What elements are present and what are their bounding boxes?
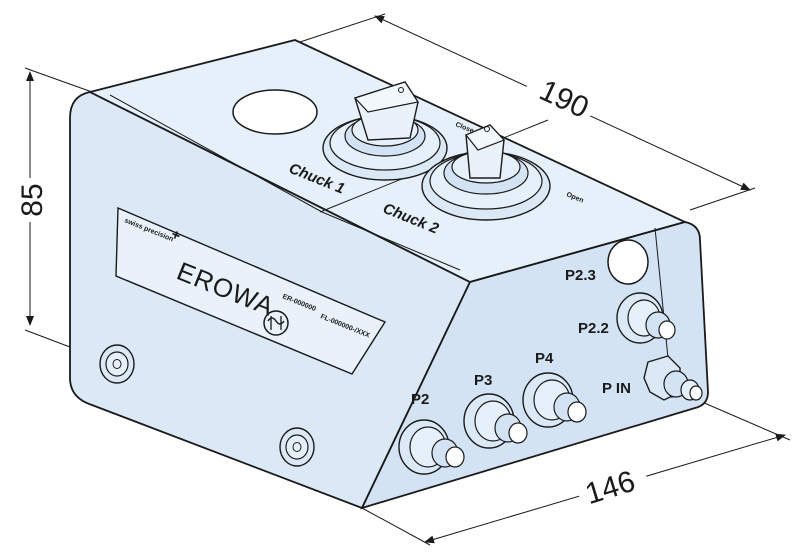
dimension-label-bg <box>519 65 601 131</box>
chuck-1-knob[interactable] <box>322 81 448 181</box>
chuck-2-knob[interactable] <box>421 124 551 221</box>
port-p22-fitting <box>616 292 676 344</box>
port-p2-fitting <box>398 419 465 475</box>
dimension-label-height: 85 <box>16 183 49 216</box>
edge-line <box>469 221 686 283</box>
dimension-label-depth: 146 <box>581 465 639 511</box>
extension-line-left <box>299 13 386 43</box>
port-label-p23: P2.3 <box>565 267 596 284</box>
port-pin-fitting <box>643 355 703 401</box>
extension-line-right <box>701 401 791 441</box>
mounting-screw-left <box>99 344 135 384</box>
port-p4-fitting <box>522 372 587 428</box>
extension-line-right <box>689 187 756 211</box>
port-label-p22: P2.2 <box>578 320 609 337</box>
dimension-label-bg <box>8 178 48 222</box>
fold-line <box>321 211 461 271</box>
extension-line-top <box>24 67 93 93</box>
port-label-p4: P4 <box>535 350 554 367</box>
dimension-height: 85 <box>8 67 93 348</box>
port-label-p3: P3 <box>474 372 492 389</box>
end-face <box>360 221 709 510</box>
port-p23-cap <box>607 239 649 285</box>
port-p3-fitting <box>463 393 528 449</box>
fold-line <box>109 94 323 213</box>
extension-line-left <box>361 507 431 546</box>
extension-line-bottom <box>24 329 71 348</box>
blank-cap <box>232 89 318 135</box>
erowa-logo-icon <box>263 310 289 336</box>
port-label-pin: P IN <box>602 380 631 397</box>
port-label-p2: P2 <box>411 391 429 408</box>
top-panel: Chuck 1 Chuck 2 Close Open <box>232 81 584 238</box>
nameplate-frame <box>115 206 387 375</box>
dimension-label-bg <box>573 458 653 516</box>
mounting-screw-right <box>279 427 315 467</box>
